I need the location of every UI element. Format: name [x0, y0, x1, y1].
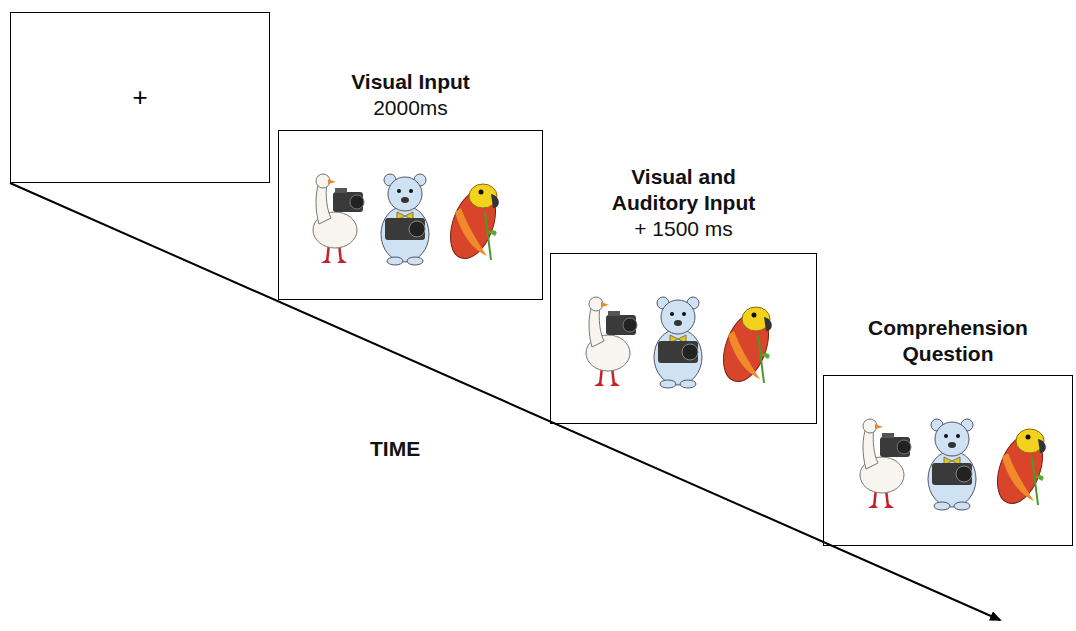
animals-illustration — [313, 174, 504, 265]
frame-heading: Comprehension Question — [838, 315, 1058, 367]
animals-illustration — [586, 297, 777, 388]
fixation-cross: + — [11, 13, 269, 182]
phase-duration: 2000ms — [311, 95, 511, 121]
axis-label: TIME — [370, 437, 420, 461]
trial-frame: Visual and Auditory Input+ 1500 ms — [550, 253, 817, 424]
phase-title: Visual Input — [311, 69, 511, 95]
time-arrow — [10, 183, 1000, 620]
trial-frame: Visual Input2000ms — [278, 130, 543, 300]
phase-title: Comprehension Question — [838, 315, 1058, 367]
phase-duration: + 1500 ms — [596, 216, 771, 242]
frame-heading: Visual and Auditory Input+ 1500 ms — [596, 164, 771, 242]
frame-heading: Visual Input2000ms — [311, 69, 511, 121]
trial-frame: + — [10, 12, 270, 183]
trial-frame: Comprehension Question — [823, 375, 1073, 546]
phase-title: Visual and Auditory Input — [596, 164, 771, 216]
animals-illustration — [860, 419, 1051, 510]
